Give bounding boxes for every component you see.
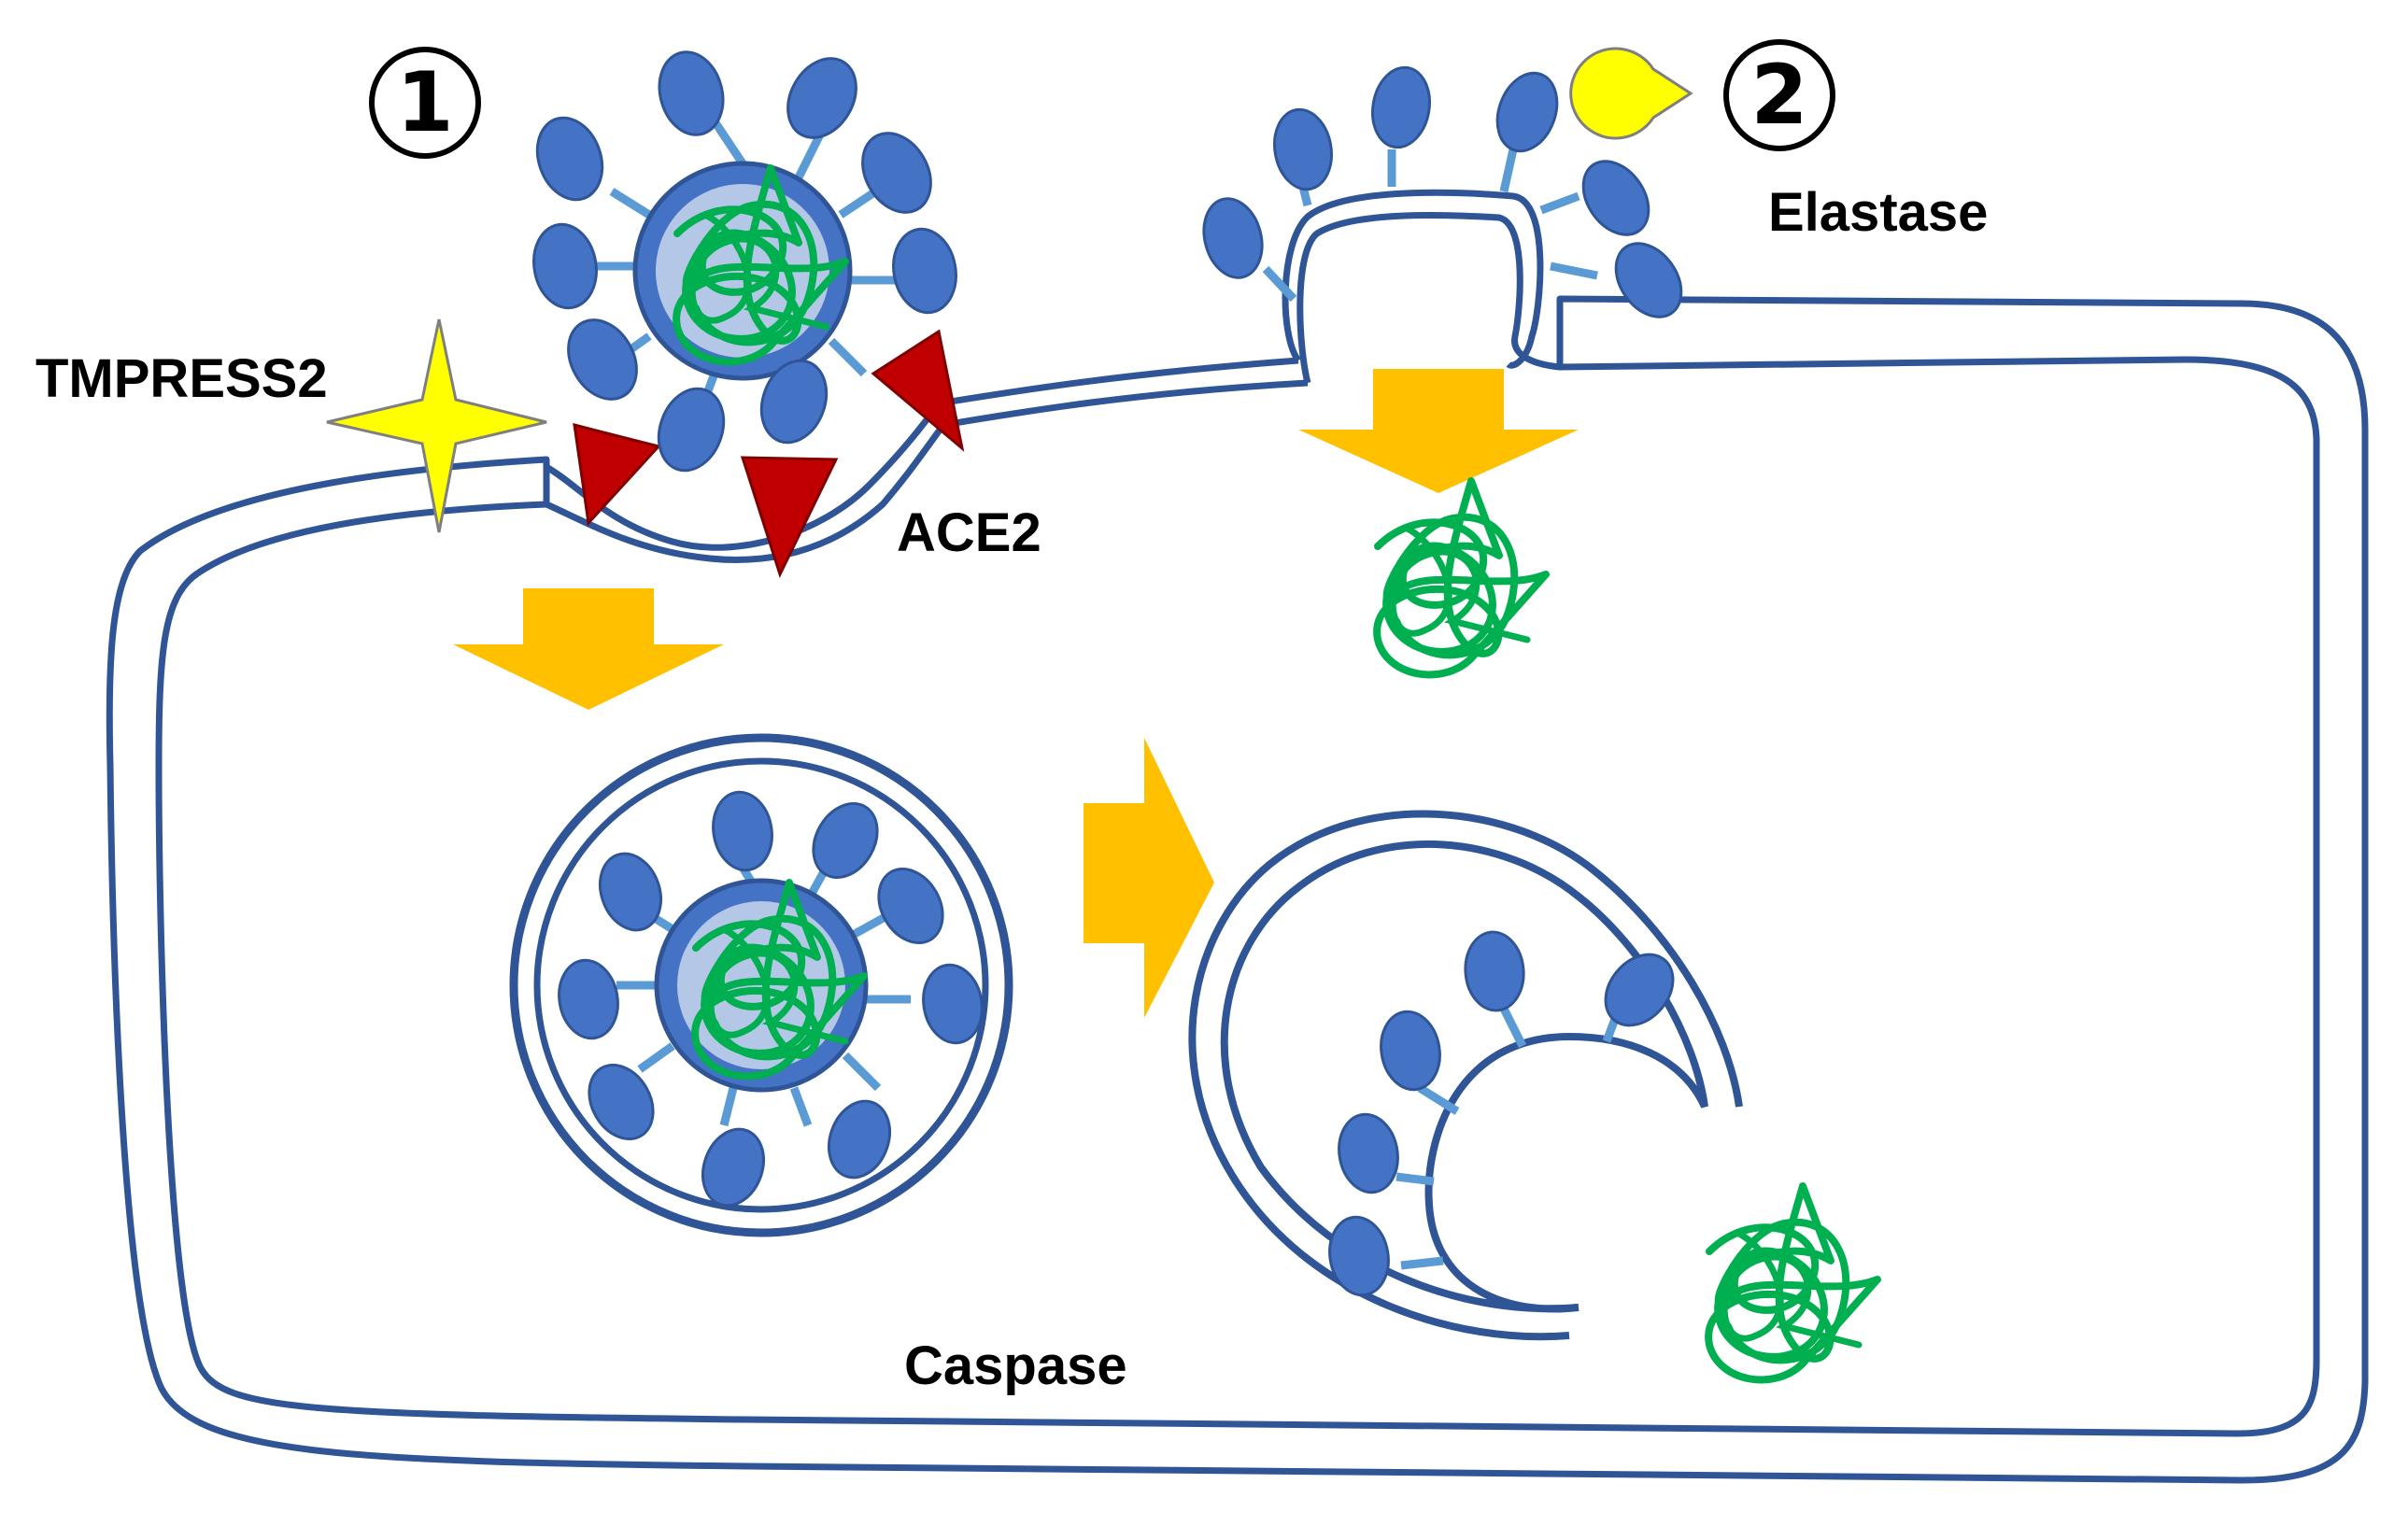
pathway-2-number: 2 [1750,47,1807,143]
opened-endosome [1188,810,1743,1341]
entry-arrow-fusion [1298,369,1579,493]
pathway-1-marker: 1 [369,47,481,159]
released-rna-endosome [1708,1186,1877,1379]
cell-membrane-outer [106,295,2369,1484]
pathway-2-marker: 2 [1723,39,1835,151]
released-rna-fusion [1377,481,1546,674]
ace2-receptors [573,329,965,579]
cell-membrane-upper [938,357,1309,429]
ace2-receptor-icon [871,329,965,452]
ace2-receptor-icon [740,456,839,579]
entry-arrow-endocytosis [453,588,724,710]
virus-particle-extracellular [532,50,957,473]
escape-arrow [1084,738,1214,1018]
pathway-1-number: 1 [396,54,453,150]
caspase-label: Caspase [904,1335,1127,1396]
tmpress2-star-icon [326,318,547,533]
elastase-label: Elastase [1768,182,1988,243]
tmpress2-label: TMPRESS2 [35,348,328,409]
ace2-label: ACE2 [897,502,1041,563]
fusion-pocket-spikes [1202,65,1683,318]
ace2-receptor-icon [573,422,661,527]
membrane-fusion-pocket [1282,189,1561,384]
endosome-with-virus [509,733,1013,1237]
elastase-icon [1569,47,1693,140]
